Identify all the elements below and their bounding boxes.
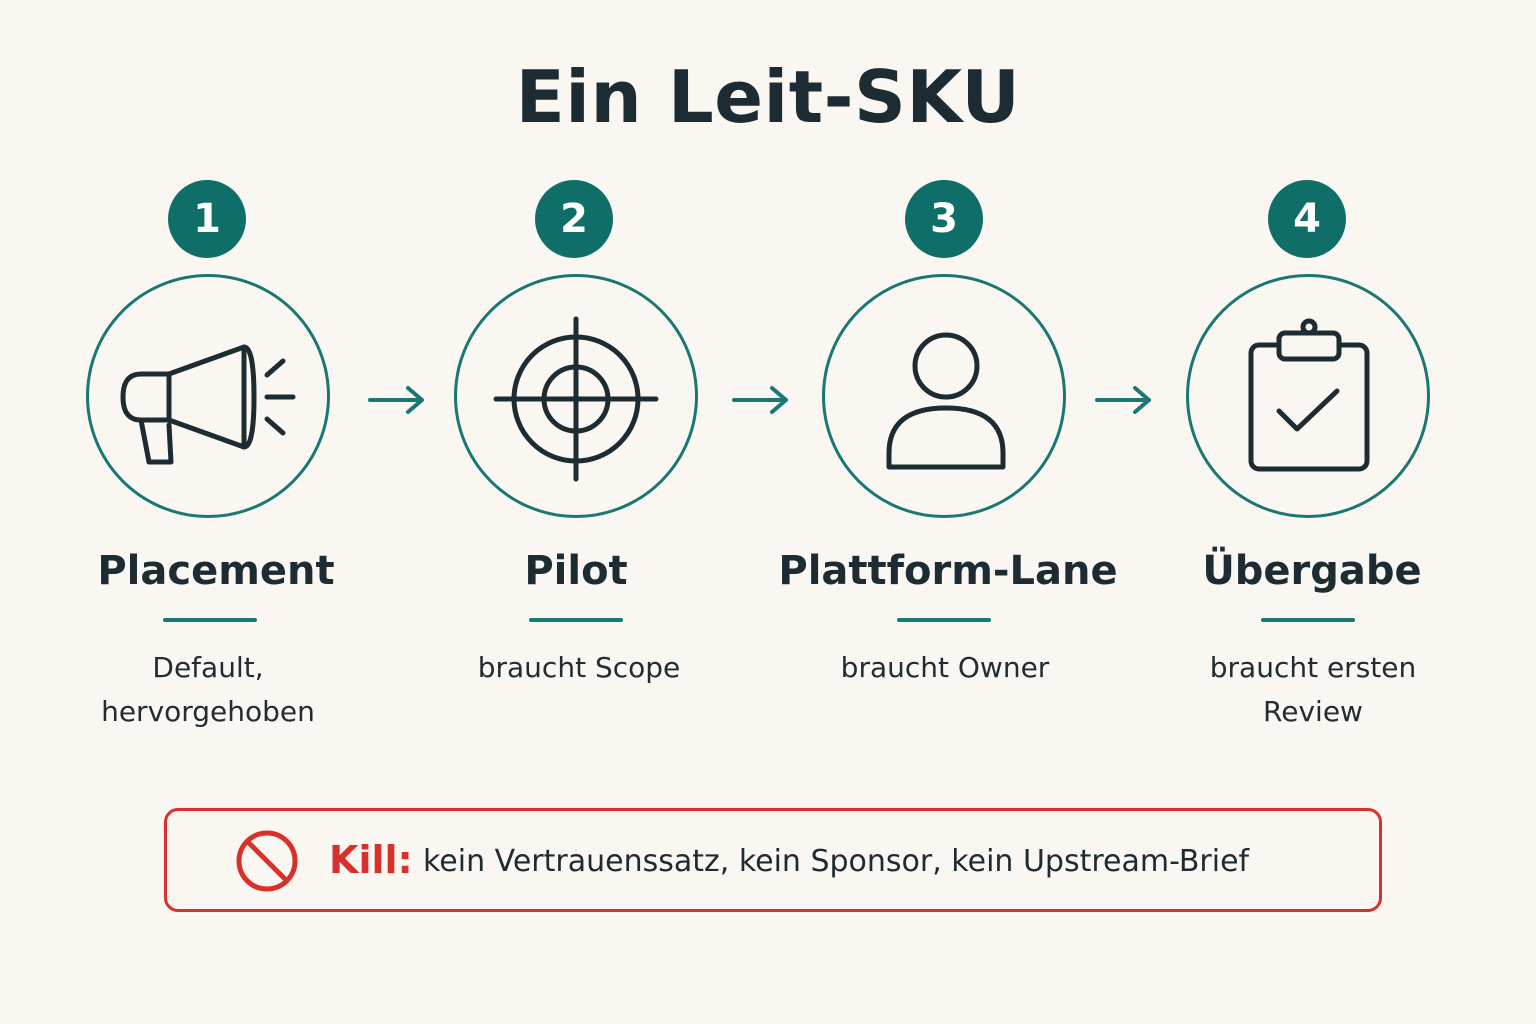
step-description: Default, hervorgehoben [101, 651, 315, 728]
person-icon [886, 332, 1006, 470]
step-name: Plattform-Lane [778, 548, 1118, 594]
step-description: braucht Owner [840, 651, 1050, 684]
step-number-badge: 1 [168, 180, 246, 258]
step-icon-circle [1186, 274, 1430, 518]
step-number-badge: 2 [535, 180, 613, 258]
step-name: Übergabe [1202, 548, 1422, 594]
step-description: braucht ersten Review [1209, 651, 1417, 728]
target-icon [493, 316, 659, 482]
step-divider [163, 618, 257, 622]
step-icon-circle [822, 274, 1066, 518]
step-icon-circle [454, 274, 698, 518]
step-divider [529, 618, 623, 622]
kill-criteria-box: Kill: kein Vertrauenssatz, kein Sponsor,… [164, 808, 1382, 912]
megaphone-icon [120, 344, 296, 465]
step-name: Pilot [524, 548, 628, 594]
arrow-right-icon [1095, 386, 1151, 414]
step-icon-circle [86, 274, 330, 518]
step-description: braucht Scope [477, 651, 681, 684]
step-divider [1261, 618, 1355, 622]
kill-label: Kill: [329, 838, 413, 882]
prohibited-icon [236, 830, 298, 892]
page-title: Ein Leit-SKU [515, 55, 1021, 139]
arrow-right-icon [368, 386, 424, 414]
step-name: Placement [97, 548, 335, 594]
step-divider [897, 618, 991, 622]
step-number-badge: 3 [905, 180, 983, 258]
clipboard-check-icon [1248, 318, 1370, 472]
kill-criteria-text: kein Vertrauenssatz, kein Sponsor, kein … [423, 844, 1250, 879]
arrow-right-icon [732, 386, 788, 414]
step-number-badge: 4 [1268, 180, 1346, 258]
